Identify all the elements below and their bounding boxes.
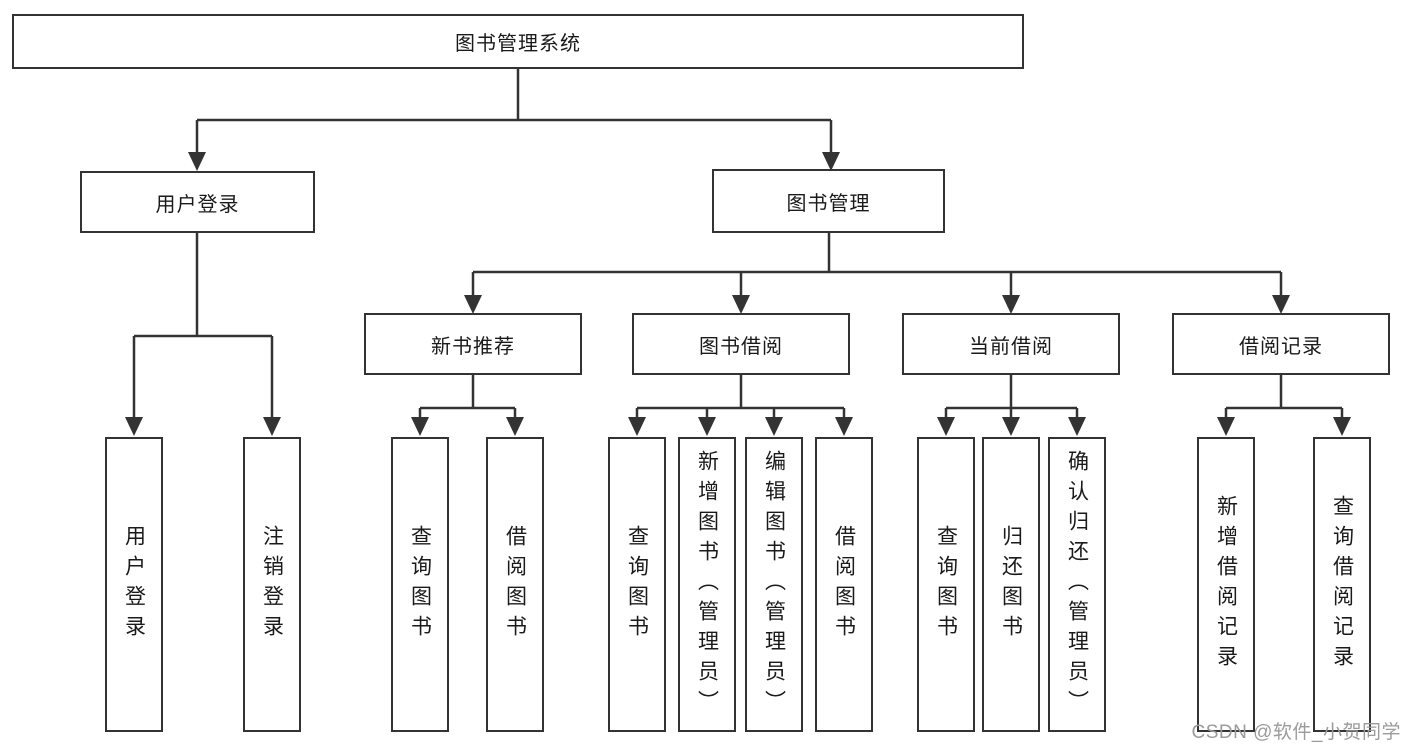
arrowhead-icon — [1272, 295, 1290, 314]
connector-user-login-to-children — [125, 233, 281, 436]
leaf-user-login: 用户登录 — [105, 437, 163, 732]
arrowhead-icon — [411, 417, 429, 436]
arrowhead-icon — [188, 152, 206, 171]
node-book-management: 图书管理 — [712, 169, 945, 233]
connector-book-borrow-to-children — [628, 375, 853, 436]
node-library-system: 图书管理系统 — [12, 14, 1024, 69]
arrowhead-icon — [125, 417, 143, 436]
arrowhead-icon — [835, 417, 853, 436]
leaf-cb-query-books: 查询图书 — [917, 437, 975, 732]
node-book-borrowing: 图书借阅 — [632, 313, 850, 375]
connector-borrow-records-to-children — [1217, 375, 1351, 436]
arrowhead-icon — [732, 295, 750, 314]
leaf-logout: 注销登录 — [243, 437, 301, 732]
csdn-watermark: CSDN @软件_小贺同学 — [1191, 722, 1401, 743]
arrowhead-icon — [1217, 417, 1235, 436]
leaf-cb-confirm-return-admin: 确认归还（管理员） — [1048, 437, 1106, 732]
leaf-bb-add-books-admin: 新增图书（管理员） — [678, 437, 736, 732]
arrowhead-icon — [628, 417, 646, 436]
arrowhead-icon — [1002, 295, 1020, 314]
leaf-br-query-record: 查询借阅记录 — [1313, 437, 1371, 732]
connector-line — [132, 233, 274, 420]
connector-line — [195, 69, 833, 154]
connector-line — [1224, 375, 1344, 420]
arrowhead-icon — [698, 417, 716, 436]
arrowhead-icon — [464, 295, 482, 314]
arrowhead-icon — [765, 417, 783, 436]
connector-root-to-branches — [188, 69, 840, 171]
connector-line — [635, 375, 846, 420]
leaf-br-add-record: 新增借阅记录 — [1197, 437, 1255, 732]
arrowhead-icon — [1068, 417, 1086, 436]
connector-line — [471, 233, 1283, 298]
arrowhead-icon — [1333, 417, 1351, 436]
leaf-rec-borrow-books: 借阅图书 — [486, 437, 544, 732]
leaf-bb-borrow-books: 借阅图书 — [815, 437, 873, 732]
leaf-bb-query-books: 查询图书 — [608, 437, 666, 732]
node-borrow-records: 借阅记录 — [1172, 313, 1390, 375]
arrowhead-icon — [937, 417, 955, 436]
node-new-book-recommend: 新书推荐 — [364, 313, 582, 375]
connector-new-book-rec-to-children — [411, 375, 524, 436]
connector-line — [944, 375, 1079, 420]
arrowhead-icon — [506, 417, 524, 436]
node-current-borrowing: 当前借阅 — [902, 313, 1120, 375]
leaf-bb-edit-books-admin: 编辑图书（管理员） — [745, 437, 803, 732]
connector-current-borrow-to-children — [937, 375, 1086, 436]
connector-line — [418, 375, 517, 420]
leaf-cb-return-books: 归还图书 — [982, 437, 1040, 732]
leaf-rec-query-books: 查询图书 — [391, 437, 449, 732]
connector-book-mgmt-to-children — [464, 233, 1290, 314]
arrowhead-icon — [263, 417, 281, 436]
node-user-login: 用户登录 — [80, 171, 315, 233]
arrowhead-icon — [822, 152, 840, 171]
arrowhead-icon — [1002, 417, 1020, 436]
